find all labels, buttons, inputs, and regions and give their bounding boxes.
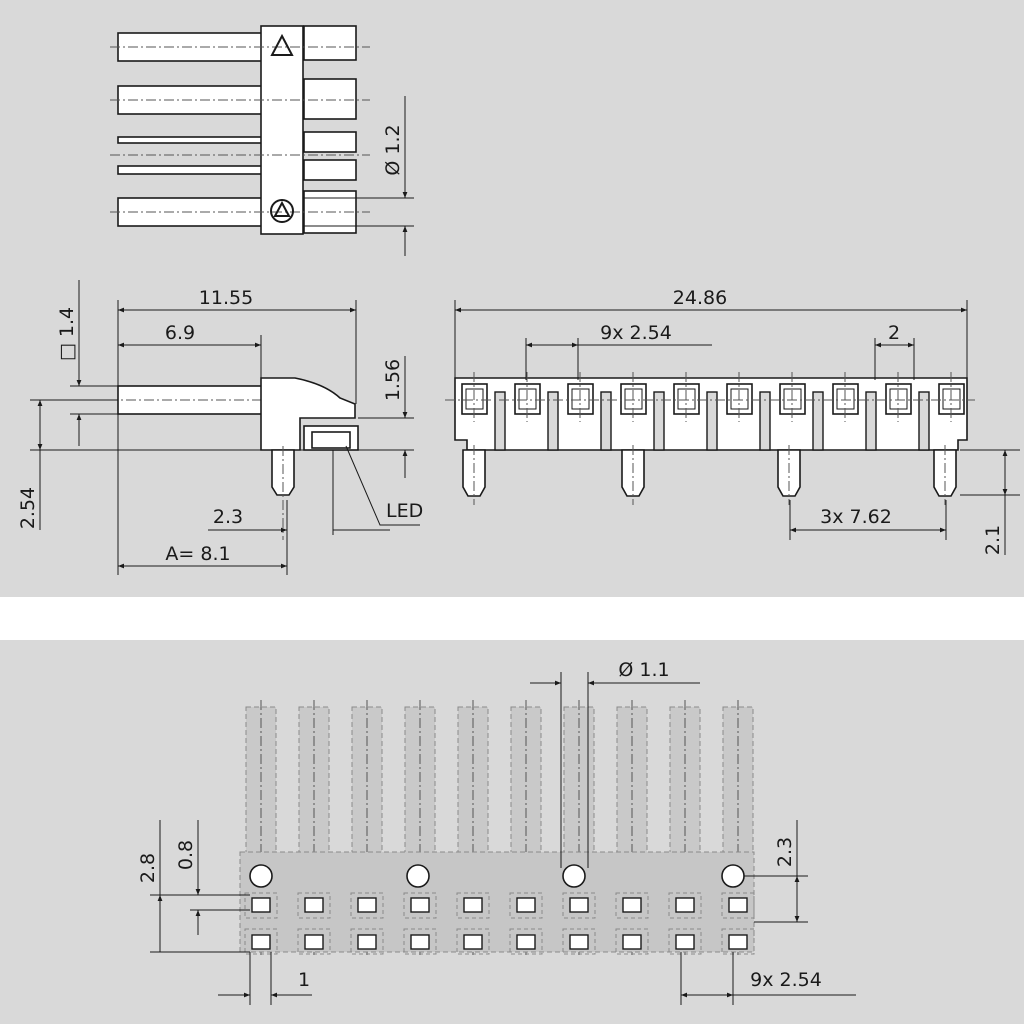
bottom-pad — [410, 934, 430, 950]
led-label: LED — [386, 500, 423, 522]
bottom-light-pipes — [245, 700, 754, 955]
front-slot — [706, 391, 718, 451]
pin-pitch-label: 3x 7.62 — [820, 506, 892, 528]
housing-side — [260, 377, 356, 451]
light-pipes — [117, 32, 263, 227]
dim-0-8-label: 0.8 — [175, 840, 197, 870]
front-slot — [918, 391, 930, 451]
led-windows — [303, 25, 357, 234]
dim-1-label: 1 — [298, 969, 310, 991]
bottom-pad — [410, 897, 430, 913]
bottom-pad — [251, 934, 271, 950]
bottom-pad — [357, 934, 377, 950]
bottom-pad — [251, 897, 271, 913]
bottom-pad — [463, 934, 483, 950]
bottom-pad — [516, 897, 536, 913]
front-view: 24.86 9x 2.54 2 3x 7.62 2.1 — [445, 287, 1020, 555]
mounting-hole — [721, 864, 745, 888]
mounting-hole — [562, 864, 586, 888]
offset-pin-label: 2.3 — [213, 506, 243, 528]
dim-2-3-label: 2.3 — [774, 837, 796, 867]
front-slot — [865, 391, 877, 451]
bottom-pad — [728, 934, 748, 950]
width-overall-label: 24.86 — [673, 287, 727, 309]
bottom-pad — [516, 934, 536, 950]
bottom-pads — [244, 892, 755, 955]
bottom-pad — [304, 897, 324, 913]
hole-diameter-label: Ø 1.1 — [618, 659, 669, 681]
front-pins — [462, 445, 957, 505]
front-slot — [600, 391, 612, 451]
bottom-pad — [728, 897, 748, 913]
bottom-view: Ø 1.1 2.8 0.8 2.3 1 9x 2.54 — [137, 659, 856, 1005]
front-slot — [653, 391, 665, 451]
bottom-pad — [304, 934, 324, 950]
bottom-pad — [675, 897, 695, 913]
pin-length-label: 2.1 — [982, 525, 1004, 555]
led-width-label: 2 — [888, 322, 900, 344]
top-view: Ø 1.2 — [110, 25, 414, 256]
dimension-a-label: A= 8.1 — [165, 543, 230, 565]
bottom-pad — [357, 897, 377, 913]
height-led-label: 1.56 — [382, 359, 404, 401]
length-pin-label: 6.9 — [165, 322, 195, 344]
square-size-label: □ 1.4 — [56, 307, 78, 361]
bottom-pad — [622, 897, 642, 913]
dim-2-8-label: 2.8 — [137, 853, 159, 883]
front-slot — [547, 391, 559, 451]
mounting-hole — [249, 864, 273, 888]
front-windows — [461, 372, 965, 422]
front-pitch-label: 9x 2.54 — [600, 322, 672, 344]
height-pin-label: 2.54 — [17, 487, 39, 529]
bottom-pitch-label: 9x 2.54 — [750, 969, 822, 991]
bottom-pad — [569, 897, 589, 913]
side-view: 11.55 6.9 □ 1.4 2.54 1.56 2.3 A= 8.1 LED — [17, 280, 423, 575]
bottom-pad — [463, 897, 483, 913]
length-overall-label: 11.55 — [199, 287, 253, 309]
front-slots — [494, 391, 930, 451]
front-slot — [494, 391, 506, 451]
front-slot — [812, 391, 824, 451]
circle-triangle-mark-icon — [270, 199, 294, 223]
diameter-label: Ø 1.2 — [382, 124, 404, 175]
bottom-holes — [249, 864, 745, 888]
mounting-hole — [406, 864, 430, 888]
bottom-pad — [622, 934, 642, 950]
front-slot — [759, 391, 771, 451]
housing-bottom — [239, 851, 755, 953]
bottom-pad — [675, 934, 695, 950]
triangle-mark-icon — [270, 33, 294, 56]
bottom-pad — [569, 934, 589, 950]
